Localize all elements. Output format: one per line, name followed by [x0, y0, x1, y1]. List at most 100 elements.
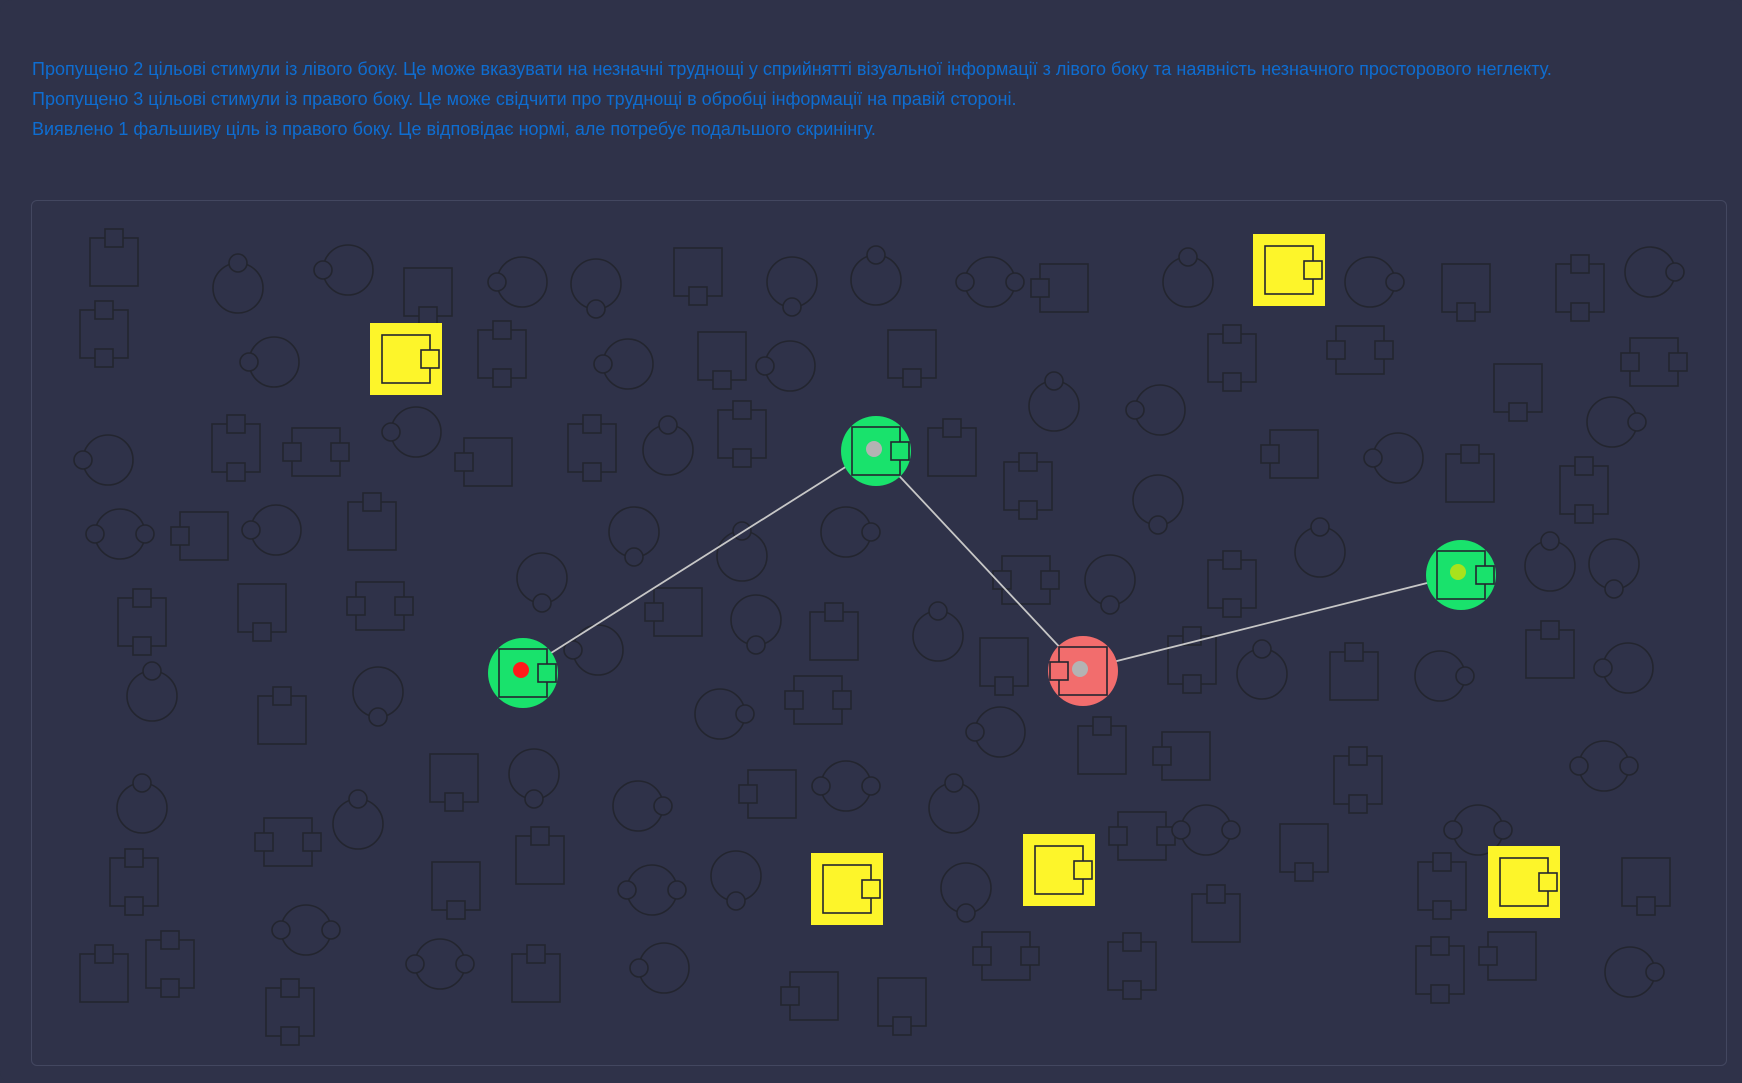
stimulus-sq-tb[interactable] [567, 414, 617, 482]
stimulus-sq-tb[interactable] [1555, 254, 1605, 322]
stimulus-ci-lr[interactable] [1171, 804, 1241, 856]
stimulus-ci-lr[interactable] [955, 256, 1025, 308]
stimulus-ci-t[interactable] [212, 253, 264, 314]
stimulus-sq-lr[interactable] [282, 427, 350, 477]
stimulus-sq-b[interactable] [877, 977, 927, 1036]
missed-target-2[interactable] [1253, 234, 1325, 306]
missed-target-4[interactable] [1023, 834, 1095, 906]
stimulus-sq-tb[interactable] [145, 930, 195, 998]
stimulus-sq-l[interactable] [170, 511, 229, 561]
stimulus-ci-l[interactable] [381, 406, 442, 458]
stimulus-ci-t[interactable] [1236, 639, 1288, 700]
stimulus-ci-b[interactable] [940, 862, 992, 923]
stimulus-ci-lr[interactable] [405, 938, 475, 990]
missed-target-1[interactable] [370, 323, 442, 395]
stimulus-sq-t[interactable] [257, 686, 307, 745]
stimulus-sq-tb[interactable] [1167, 626, 1217, 694]
stimulus-ci-l[interactable] [241, 504, 302, 556]
stimulus-ci-b[interactable] [608, 506, 660, 567]
stimulus-ci-l[interactable] [1363, 432, 1424, 484]
stimulus-sq-t[interactable] [1525, 620, 1575, 679]
stimulus-ci-l[interactable] [593, 338, 654, 390]
stimulus-ci-lr[interactable] [271, 904, 341, 956]
stimulus-ci-t[interactable] [1524, 531, 1576, 592]
stimulus-ci-b[interactable] [710, 850, 762, 911]
stimulus-sq-b[interactable] [697, 331, 747, 390]
stimulus-sq-lr[interactable] [1108, 811, 1176, 861]
stimulus-ci-b[interactable] [766, 256, 818, 317]
stimulus-ci-b[interactable] [1588, 538, 1640, 599]
stimulus-ci-t[interactable] [928, 773, 980, 834]
stimulus-ci-t[interactable] [116, 773, 168, 834]
stimulus-sq-tb[interactable] [1207, 324, 1257, 392]
stimulus-sq-b[interactable] [237, 583, 287, 642]
stimulus-ci-r[interactable] [1344, 256, 1405, 308]
stimulus-ci-r[interactable] [820, 506, 881, 558]
stimulus-sq-lr[interactable] [972, 931, 1040, 981]
stimulus-ci-t[interactable] [642, 415, 694, 476]
stimulus-sq-lr[interactable] [784, 675, 852, 725]
stimulus-ci-b[interactable] [570, 258, 622, 319]
stimulus-sq-l[interactable] [1030, 263, 1089, 313]
stimulus-sq-l[interactable] [644, 587, 703, 637]
stimulus-sq-t[interactable] [809, 602, 859, 661]
stimulus-sq-b[interactable] [1493, 363, 1543, 422]
stimulus-ci-lr[interactable] [85, 508, 155, 560]
stimulus-sq-t[interactable] [515, 826, 565, 885]
stimulus-sq-tb[interactable] [211, 414, 261, 482]
stimulus-sq-tb[interactable] [1333, 746, 1383, 814]
stimulus-ci-l[interactable] [563, 624, 624, 676]
stimulus-ci-t[interactable] [850, 245, 902, 306]
stimulus-ci-b[interactable] [352, 666, 404, 727]
stimulus-ci-b[interactable] [730, 594, 782, 655]
stimulus-sq-tb[interactable] [265, 978, 315, 1046]
stimulus-sq-lr[interactable] [254, 817, 322, 867]
stimulus-sq-tb[interactable] [1415, 936, 1465, 1004]
stimulus-sq-t[interactable] [89, 228, 139, 287]
stimulus-sq-l[interactable] [1478, 931, 1537, 981]
stimulus-ci-lr[interactable] [1443, 804, 1513, 856]
stimulus-ci-lr[interactable] [811, 760, 881, 812]
stimulus-sq-t[interactable] [1445, 444, 1495, 503]
stimulus-ci-l[interactable] [313, 244, 374, 296]
stimulus-sq-l[interactable] [1260, 429, 1319, 479]
stimulus-ci-l[interactable] [755, 340, 816, 392]
stimulus-sq-b[interactable] [673, 247, 723, 306]
stimulus-ci-b[interactable] [1132, 474, 1184, 535]
stimulus-ci-b[interactable] [1084, 554, 1136, 615]
stimulus-sq-tb[interactable] [109, 848, 159, 916]
stimulus-ci-lr[interactable] [1569, 740, 1639, 792]
stimulus-sq-t[interactable] [927, 418, 977, 477]
stimulus-ci-t[interactable] [332, 789, 384, 850]
stimulus-sq-b[interactable] [887, 329, 937, 388]
stimulus-sq-tb[interactable] [1207, 550, 1257, 618]
stimulus-ci-r[interactable] [1624, 246, 1685, 298]
stimulus-ci-l[interactable] [73, 434, 134, 486]
stimulus-ci-r[interactable] [612, 780, 673, 832]
stimulus-ci-r[interactable] [694, 688, 755, 740]
stimulus-ci-t[interactable] [912, 601, 964, 662]
stimulus-ci-l[interactable] [1593, 642, 1654, 694]
stimulus-sq-tb[interactable] [1107, 932, 1157, 1000]
stimulus-sq-b[interactable] [979, 637, 1029, 696]
stimulus-sq-t[interactable] [511, 944, 561, 1003]
stimulus-sq-l[interactable] [454, 437, 513, 487]
missed-target-5[interactable] [1488, 846, 1560, 918]
stimulus-sq-tb[interactable] [1003, 452, 1053, 520]
stimulus-sq-t[interactable] [347, 492, 397, 551]
stimulus-ci-b[interactable] [508, 748, 560, 809]
stimulus-ci-l[interactable] [487, 256, 548, 308]
stimulus-sq-l[interactable] [780, 971, 839, 1021]
stimulus-ci-t[interactable] [1028, 371, 1080, 432]
stimulus-sq-tb[interactable] [117, 588, 167, 656]
stimulus-sq-b[interactable] [403, 267, 453, 326]
missed-target-3[interactable] [811, 853, 883, 925]
stimulus-ci-r[interactable] [1586, 396, 1647, 448]
stimulus-ci-t[interactable] [126, 661, 178, 722]
stimulus-ci-l[interactable] [1125, 384, 1186, 436]
stimulus-sq-b[interactable] [1279, 823, 1329, 882]
stimulus-sq-b[interactable] [1441, 263, 1491, 322]
stimulus-sq-lr[interactable] [346, 581, 414, 631]
stimulus-sq-b[interactable] [429, 753, 479, 812]
